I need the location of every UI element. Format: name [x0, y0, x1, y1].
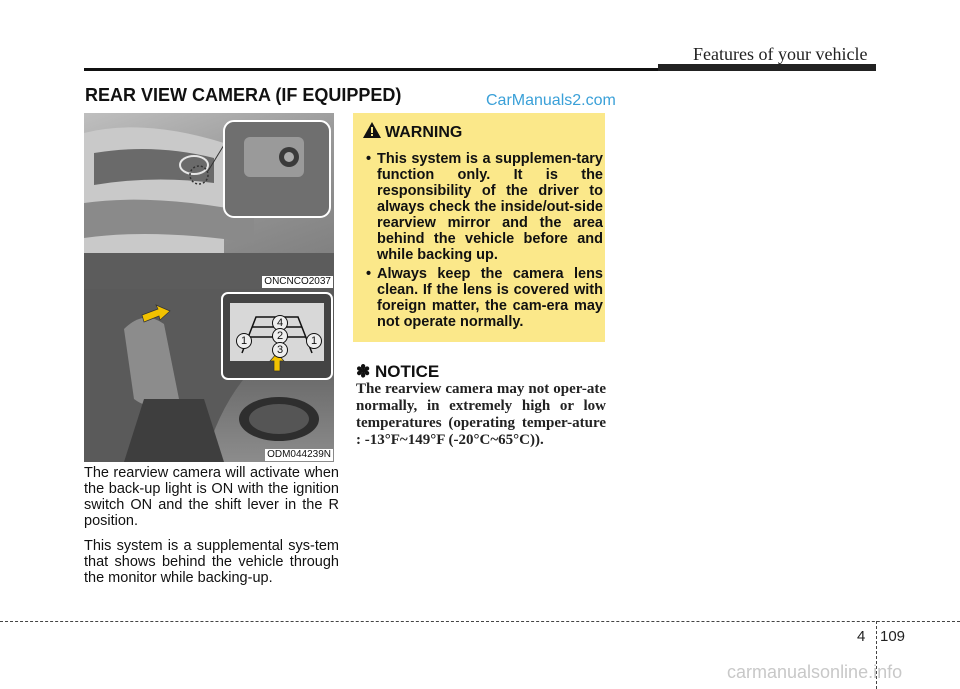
warning-box — [353, 113, 605, 342]
watermark-top: CarManuals2.com — [486, 92, 616, 109]
figure-label: ONCNCO2037 — [262, 276, 333, 288]
warning-triangle-icon — [363, 122, 381, 138]
guide-number-1-left: 1 — [236, 333, 252, 349]
shift-lever-illustration — [84, 289, 334, 462]
header-bar — [658, 64, 876, 71]
rear-vehicle-illustration — [84, 120, 334, 289]
body-paragraph-2: This system is a supplemental sys-tem th… — [84, 538, 339, 586]
notice-text: The rearview camera may not oper-ate nor… — [356, 381, 606, 448]
rear-camera-figure: ONCNCO2037 — [84, 113, 334, 289]
figure-label: ODM044239N — [265, 449, 333, 461]
header-rule — [84, 68, 658, 71]
footer-rule — [0, 621, 960, 622]
body-paragraph-1: The rearview camera will activate when t… — [84, 465, 339, 529]
footer-divider — [876, 621, 877, 689]
shift-lever-figure: 4 2 3 1 1 ODM044239N — [84, 289, 334, 462]
notice-title: ✽ NOTICE — [356, 362, 440, 381]
page-number: 109 — [880, 628, 906, 645]
warning-bullet: • — [366, 151, 372, 167]
watermark-bottom: carmanualsonline.info — [727, 662, 903, 682]
guide-number-3: 3 — [272, 342, 288, 358]
section-header: Features of your vehicle — [693, 44, 868, 64]
chapter-number: 4 — [857, 628, 866, 645]
warning-item-2: Always keep the camera lens clean. If th… — [377, 266, 603, 330]
page-title: REAR VIEW CAMERA (IF EQUIPPED) — [85, 85, 402, 105]
guide-number-1-right: 1 — [306, 333, 322, 349]
warning-item-1: This system is a supplemen-tary function… — [377, 151, 603, 263]
warning-bullet: • — [366, 266, 372, 282]
guide-number-2: 2 — [272, 328, 288, 344]
warning-title: WARNING — [385, 124, 463, 141]
